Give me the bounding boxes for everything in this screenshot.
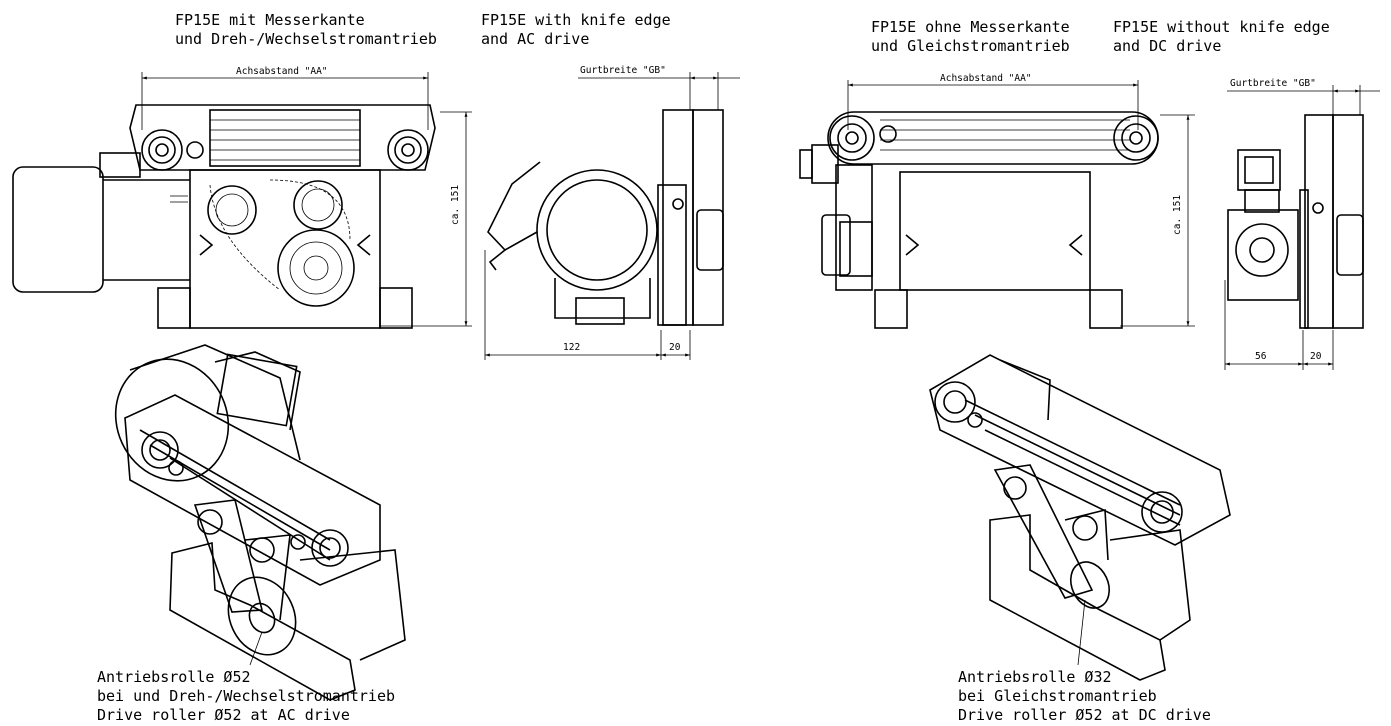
caption-right-en-1: FP15E without knife edge bbox=[1113, 18, 1330, 36]
caption-right-en-2: and DC drive bbox=[1113, 37, 1221, 55]
dim-belt-width-ac: Gurtbreite "GB" bbox=[580, 65, 666, 76]
side-view-dc: Gurtbreite "GB" 56 20 bbox=[1224, 78, 1380, 370]
caption-left-en-2: and AC drive bbox=[481, 30, 589, 48]
dim-depth-ac: 20 bbox=[669, 342, 681, 353]
dim-width-ac: 122 bbox=[563, 342, 580, 353]
caption-left-de-2: und Dreh-/Wechselstromantrieb bbox=[175, 30, 437, 48]
note-dc-2: bei Gleichstromantrieb bbox=[958, 687, 1157, 705]
dim-belt-width-dc: Gurtbreite "GB" bbox=[1230, 78, 1316, 89]
dim-height-ac: ca. 151 bbox=[450, 185, 461, 225]
side-view-ac: Gurtbreite "GB" 122 20 bbox=[484, 65, 740, 360]
dim-width-dc: 56 bbox=[1255, 351, 1267, 362]
note-dc-1: Antriebsrolle Ø32 bbox=[958, 668, 1112, 686]
note-ac-3: Drive roller Ø52 at AC drive bbox=[97, 706, 350, 724]
dim-axis-distance-ac: Achsabstand "AA" bbox=[236, 66, 328, 77]
note-ac-1: Antriebsrolle Ø52 bbox=[97, 668, 251, 686]
note-dc-3: Drive roller Ø52 at DC drive bbox=[958, 706, 1211, 724]
isometric-view-dc bbox=[929, 354, 1231, 681]
front-view-ac: Achsabstand "AA" ca. 151 bbox=[12, 66, 472, 329]
caption-left-en-1: FP15E with knife edge bbox=[481, 11, 671, 29]
caption-left-de-1: FP15E mit Messerkante bbox=[175, 11, 365, 29]
dim-depth-dc: 20 bbox=[1310, 351, 1322, 362]
note-ac-2: bei und Dreh-/Wechselstromantrieb bbox=[97, 687, 395, 705]
caption-right-de-1: FP15E ohne Messerkante bbox=[871, 18, 1070, 36]
isometric-view-ac bbox=[114, 344, 406, 701]
dim-axis-distance-dc: Achsabstand "AA" bbox=[940, 73, 1032, 84]
dim-height-dc: ca. 151 bbox=[1172, 195, 1183, 235]
front-view-dc: Achsabstand "AA" ca. 151 bbox=[799, 73, 1195, 329]
caption-right-de-2: und Gleichstromantrieb bbox=[871, 37, 1070, 55]
